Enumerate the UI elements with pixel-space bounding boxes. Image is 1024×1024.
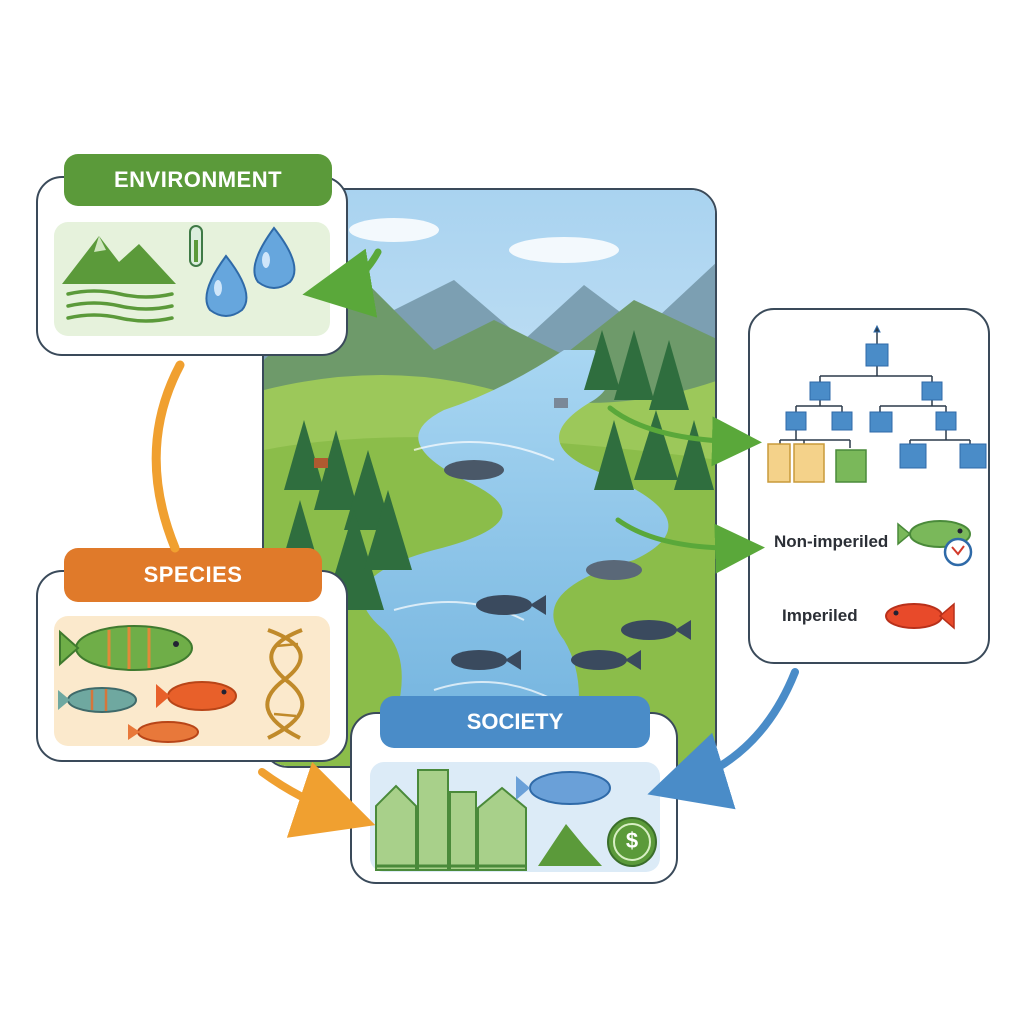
arrow-environment-to-species: [151, 360, 185, 553]
fish-icon: [58, 687, 137, 713]
mountain-icon: [538, 824, 602, 866]
water-drop-icon: [205, 226, 296, 317]
environment-illustration: [62, 225, 296, 323]
fish-icon: [156, 681, 237, 711]
society-inner: $: [370, 762, 660, 872]
dollar-symbol: $: [625, 828, 639, 853]
imperiled-label: Imperiled: [782, 606, 858, 625]
wave-lines: [66, 289, 174, 323]
rock: [444, 460, 504, 480]
city-buildings-icon: [375, 769, 527, 871]
classification-card: Non-imperiled Imperiled: [748, 308, 990, 664]
fish-icon: [451, 595, 691, 670]
rock: [586, 560, 642, 580]
fish-icon: [516, 771, 611, 805]
environment-inner: [54, 222, 330, 336]
species-inner: [54, 616, 330, 746]
fish-icon: [59, 625, 193, 671]
cloud: [349, 218, 439, 242]
fish-icon: [128, 721, 199, 743]
thermometer-icon: [189, 225, 203, 267]
decision-tree-diagram: [767, 324, 987, 483]
society-illustration: [375, 769, 657, 871]
species-title: SPECIES: [64, 548, 322, 602]
society-title: SOCIETY: [380, 696, 650, 748]
non-imperiled-label: Non-imperiled: [774, 532, 889, 551]
species-illustration: [58, 625, 305, 743]
clock-icon: [943, 537, 973, 567]
non-imperiled-fish-icon: [897, 520, 973, 567]
imperiled-fish-icon: [885, 602, 955, 630]
dna-helix-icon: [265, 628, 305, 740]
arrow-species-to-society: [258, 761, 376, 838]
river: [362, 350, 669, 766]
environment-title: ENVIRONMENT: [64, 154, 332, 206]
cloud: [509, 237, 619, 263]
mountain-icon: [62, 236, 176, 284]
dollar-coin-icon: [607, 817, 657, 867]
tree-cluster: [584, 330, 714, 490]
